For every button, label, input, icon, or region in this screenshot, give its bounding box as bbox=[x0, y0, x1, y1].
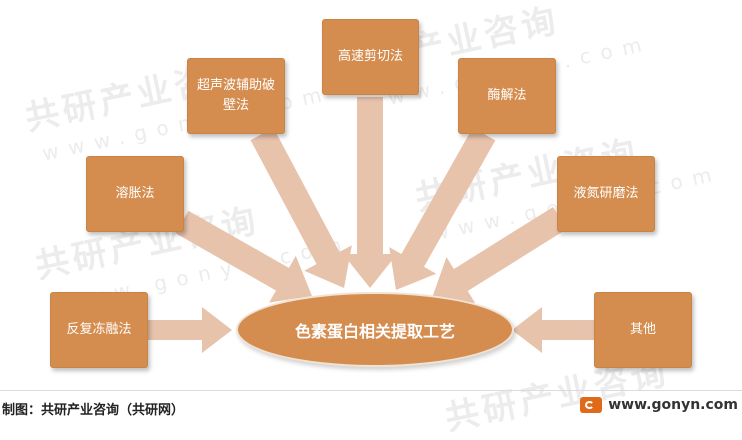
gonyn-logo-icon bbox=[580, 397, 603, 413]
arrow-high-speed-shear bbox=[343, 97, 397, 288]
arrow-ultrasonic bbox=[250, 127, 352, 289]
method-label: 超声波辅助破壁法 bbox=[197, 78, 276, 113]
site-branding: www.gonyn.com bbox=[580, 397, 738, 413]
method-box-other: 其他 bbox=[594, 292, 692, 368]
arrow-enzymolysis bbox=[389, 127, 496, 290]
method-box-swelling: 溶胀法 bbox=[86, 156, 184, 232]
method-label: 反复冻融法 bbox=[66, 322, 132, 337]
source-credit: 制图：共研产业咨询（共研网） bbox=[2, 403, 185, 418]
center-process-ellipse: 色素蛋白相关提取工艺 bbox=[236, 292, 514, 367]
method-box-ultrasonic: 超声波辅助破壁法 bbox=[187, 58, 285, 134]
arrow-liquid-nitrogen bbox=[432, 207, 567, 303]
method-box-liquid-nitrogen: 液氮研磨法 bbox=[557, 156, 655, 232]
center-label: 色素蛋白相关提取工艺 bbox=[294, 321, 455, 341]
method-box-enzymolysis: 酶解法 bbox=[458, 58, 556, 134]
method-label: 液氮研磨法 bbox=[573, 186, 639, 201]
method-label: 高速剪切法 bbox=[337, 49, 403, 64]
method-label: 溶胀法 bbox=[115, 186, 155, 201]
arrow-swelling bbox=[175, 210, 312, 303]
arrow-other bbox=[512, 307, 594, 353]
arrow-freeze-thaw bbox=[148, 307, 232, 353]
method-label: 其他 bbox=[629, 322, 656, 337]
arrows-layer bbox=[148, 97, 594, 353]
method-label: 酶解法 bbox=[487, 88, 527, 103]
method-box-freeze-thaw: 反复冻融法 bbox=[50, 292, 148, 368]
site-url: www.gonyn.com bbox=[608, 397, 738, 413]
footer: 制图：共研产业咨询（共研网） www.gonyn.com bbox=[0, 390, 742, 426]
method-box-high-speed-shear: 高速剪切法 bbox=[322, 19, 419, 95]
